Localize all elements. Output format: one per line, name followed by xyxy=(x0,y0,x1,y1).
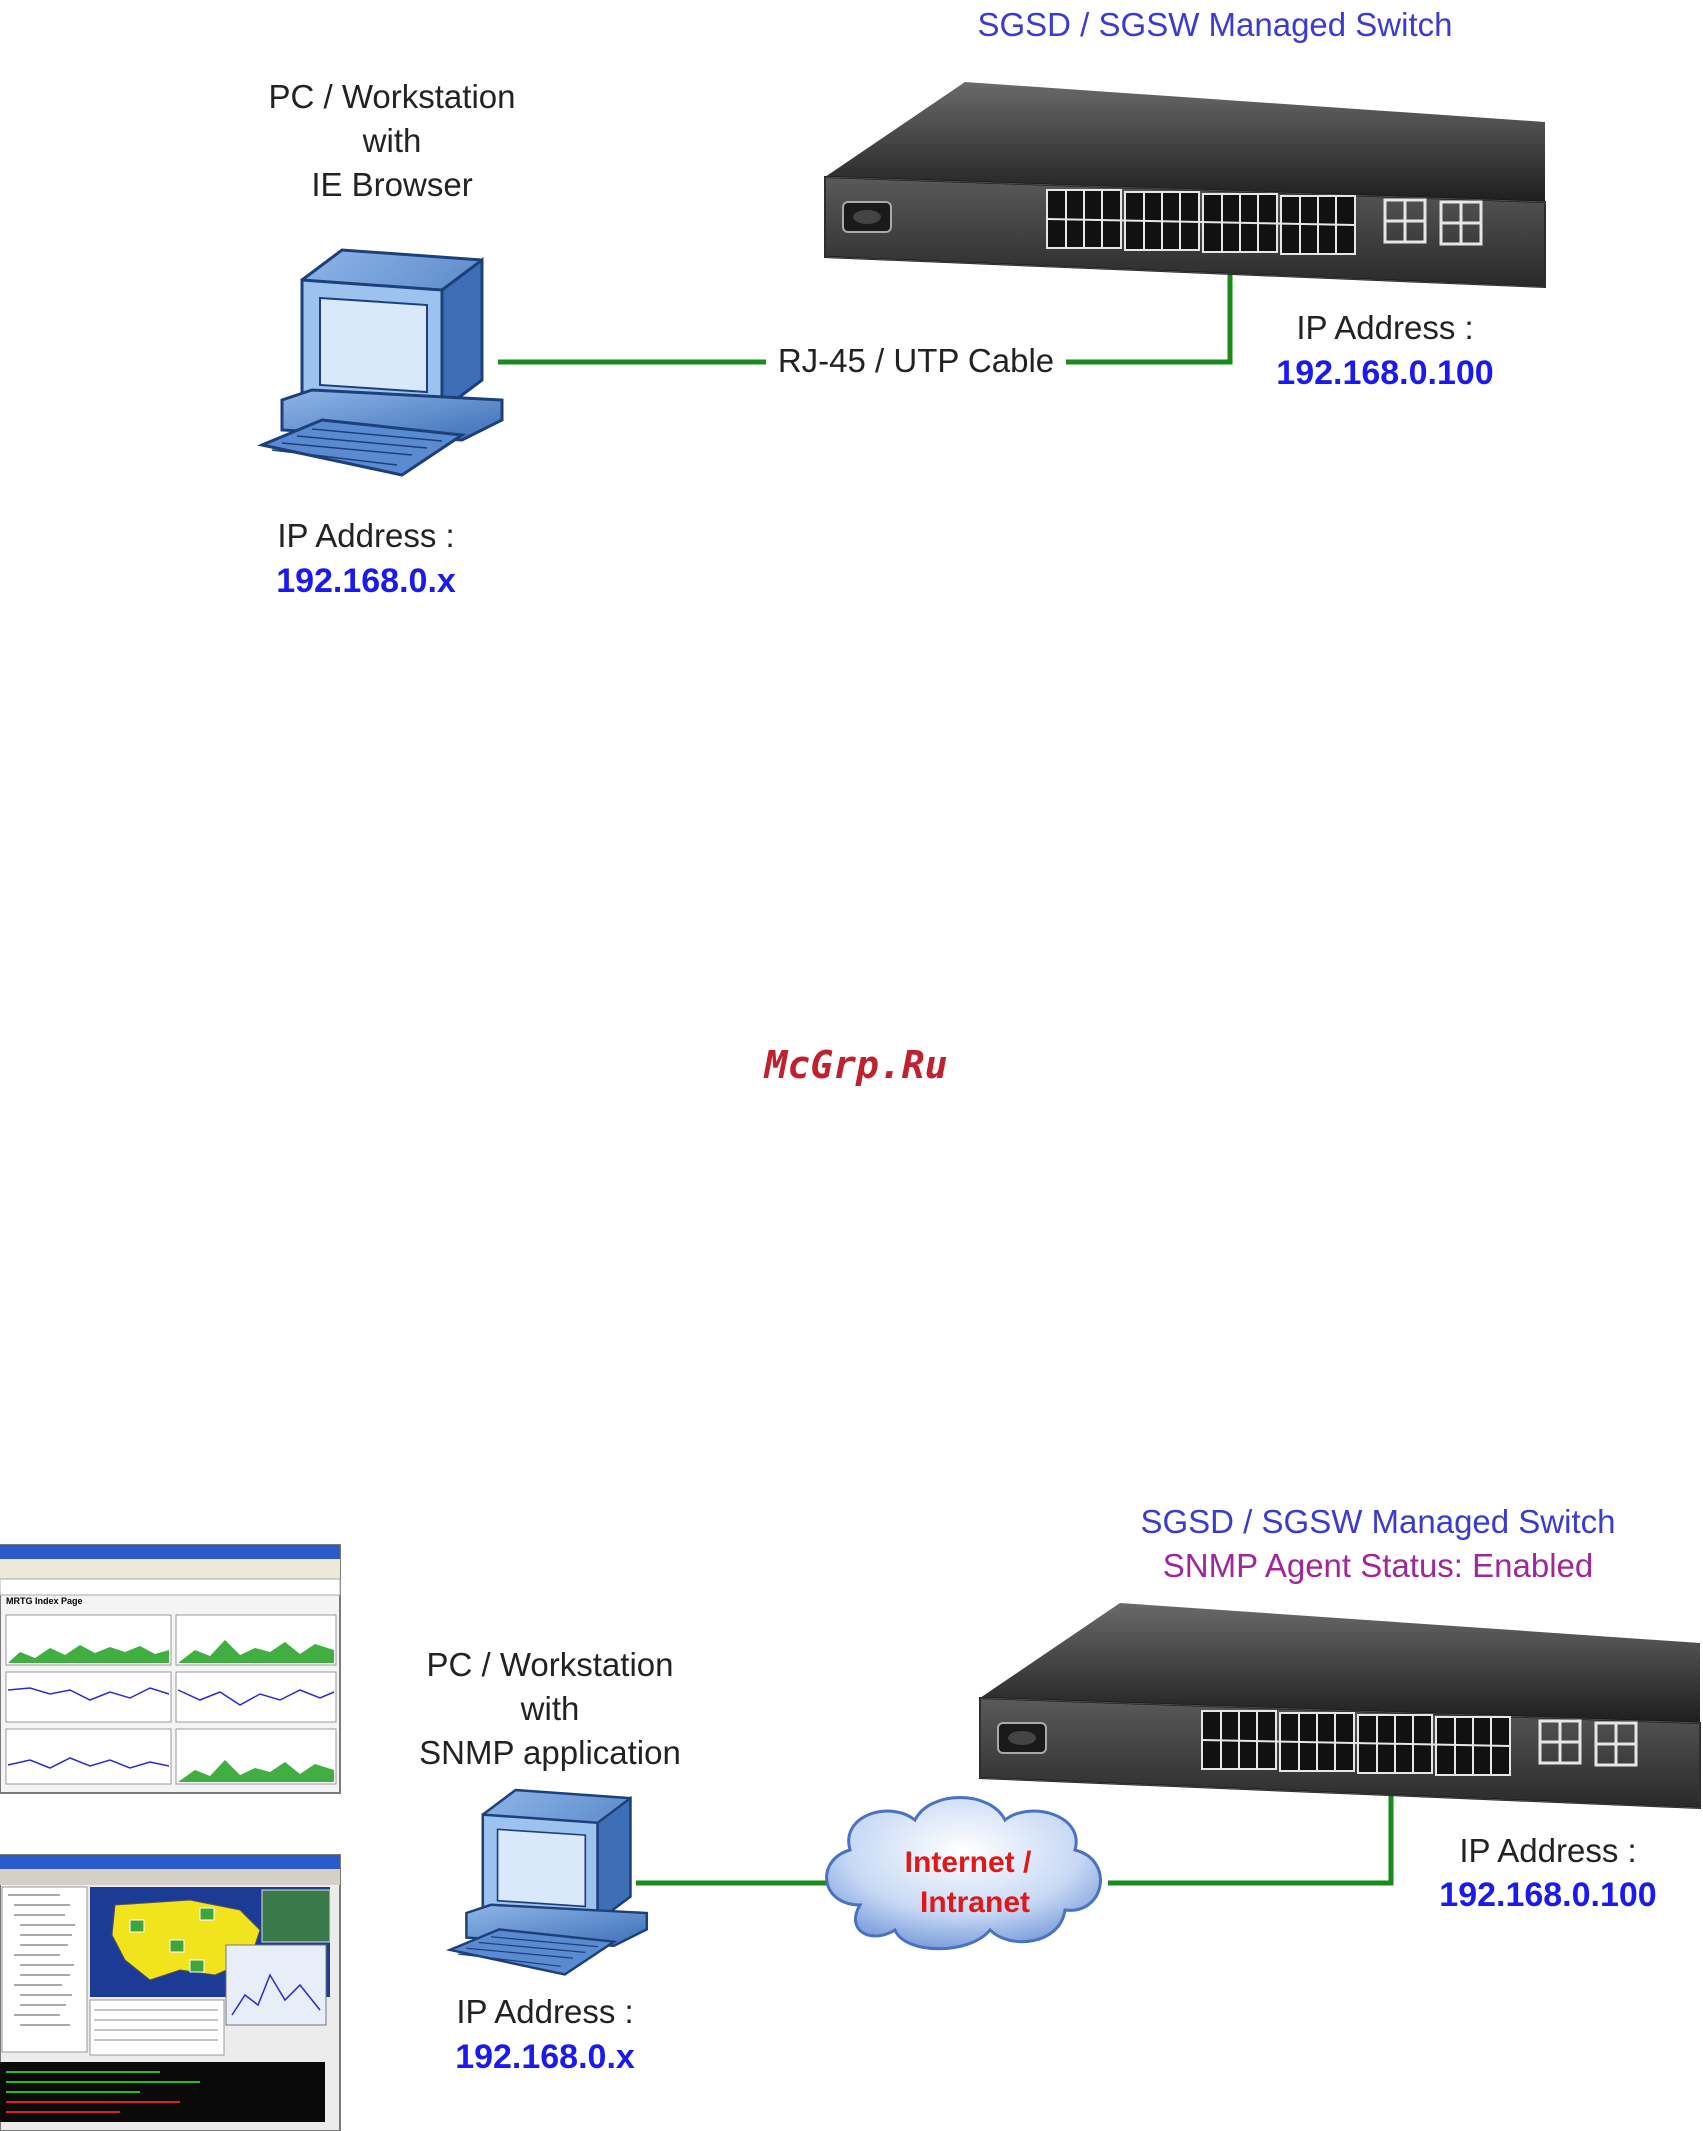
cable-line xyxy=(498,252,1233,365)
switch-ip-label-2: IP Address : xyxy=(1459,1832,1636,1869)
pc-ip-label-2: IP Address : xyxy=(456,1993,633,2030)
pc-label-line-2: with xyxy=(362,122,422,159)
diagram-1: SGSD / SGSW Managed Switch PC / Workstat… xyxy=(260,6,1547,600)
cloud-label-line-2: Intranet xyxy=(920,1886,1030,1919)
pc-workstation-icon-2 xyxy=(448,1788,649,1976)
cloud-icon xyxy=(825,1796,1102,1951)
switch-icon-2 xyxy=(978,1601,1702,1810)
switch-ip-label: IP Address : xyxy=(1296,309,1473,346)
mrtg-screenshot-thumbnail: MRTG Index Page xyxy=(0,1544,341,1794)
diagram-2: SGSD / SGSW Managed Switch SNMP Agent St… xyxy=(0,1503,1702,2131)
mrtg-page-title: MRTG Index Page xyxy=(6,1596,83,1606)
switch-icon xyxy=(823,80,1547,289)
pc-ip-value-2: 192.168.0.x xyxy=(455,2038,635,2076)
switch-title-2: SGSD / SGSW Managed Switch xyxy=(1140,1503,1615,1540)
pc-label-line-1: PC / Workstation xyxy=(269,78,516,115)
cable-cloud-switch xyxy=(1108,1772,1394,1886)
pc-workstation-icon xyxy=(260,248,504,477)
pc-label-line-3: IE Browser xyxy=(311,166,472,203)
switch-ip-value: 192.168.0.100 xyxy=(1276,354,1493,392)
pc-ip-label: IP Address : xyxy=(277,517,454,554)
cable-label: RJ-45 / UTP Cable xyxy=(778,342,1054,379)
pc-label-2-line-2: with xyxy=(520,1690,580,1727)
switch-ip-value-2: 192.168.0.100 xyxy=(1439,1876,1656,1914)
pc-label-2-line-3: SNMP application xyxy=(419,1734,681,1771)
cloud-label-line-1: Internet / xyxy=(905,1846,1032,1879)
pc-label-2-line-1: PC / Workstation xyxy=(427,1646,674,1683)
switch-title: SGSD / SGSW Managed Switch xyxy=(977,6,1452,43)
nms-screenshot-thumbnail xyxy=(0,1854,341,2131)
pc-ip-value: 192.168.0.x xyxy=(276,562,456,600)
snmp-status: SNMP Agent Status: Enabled xyxy=(1163,1547,1594,1584)
cable-label-bg xyxy=(766,338,1066,382)
watermark: McGrp.Ru xyxy=(762,1043,947,1087)
